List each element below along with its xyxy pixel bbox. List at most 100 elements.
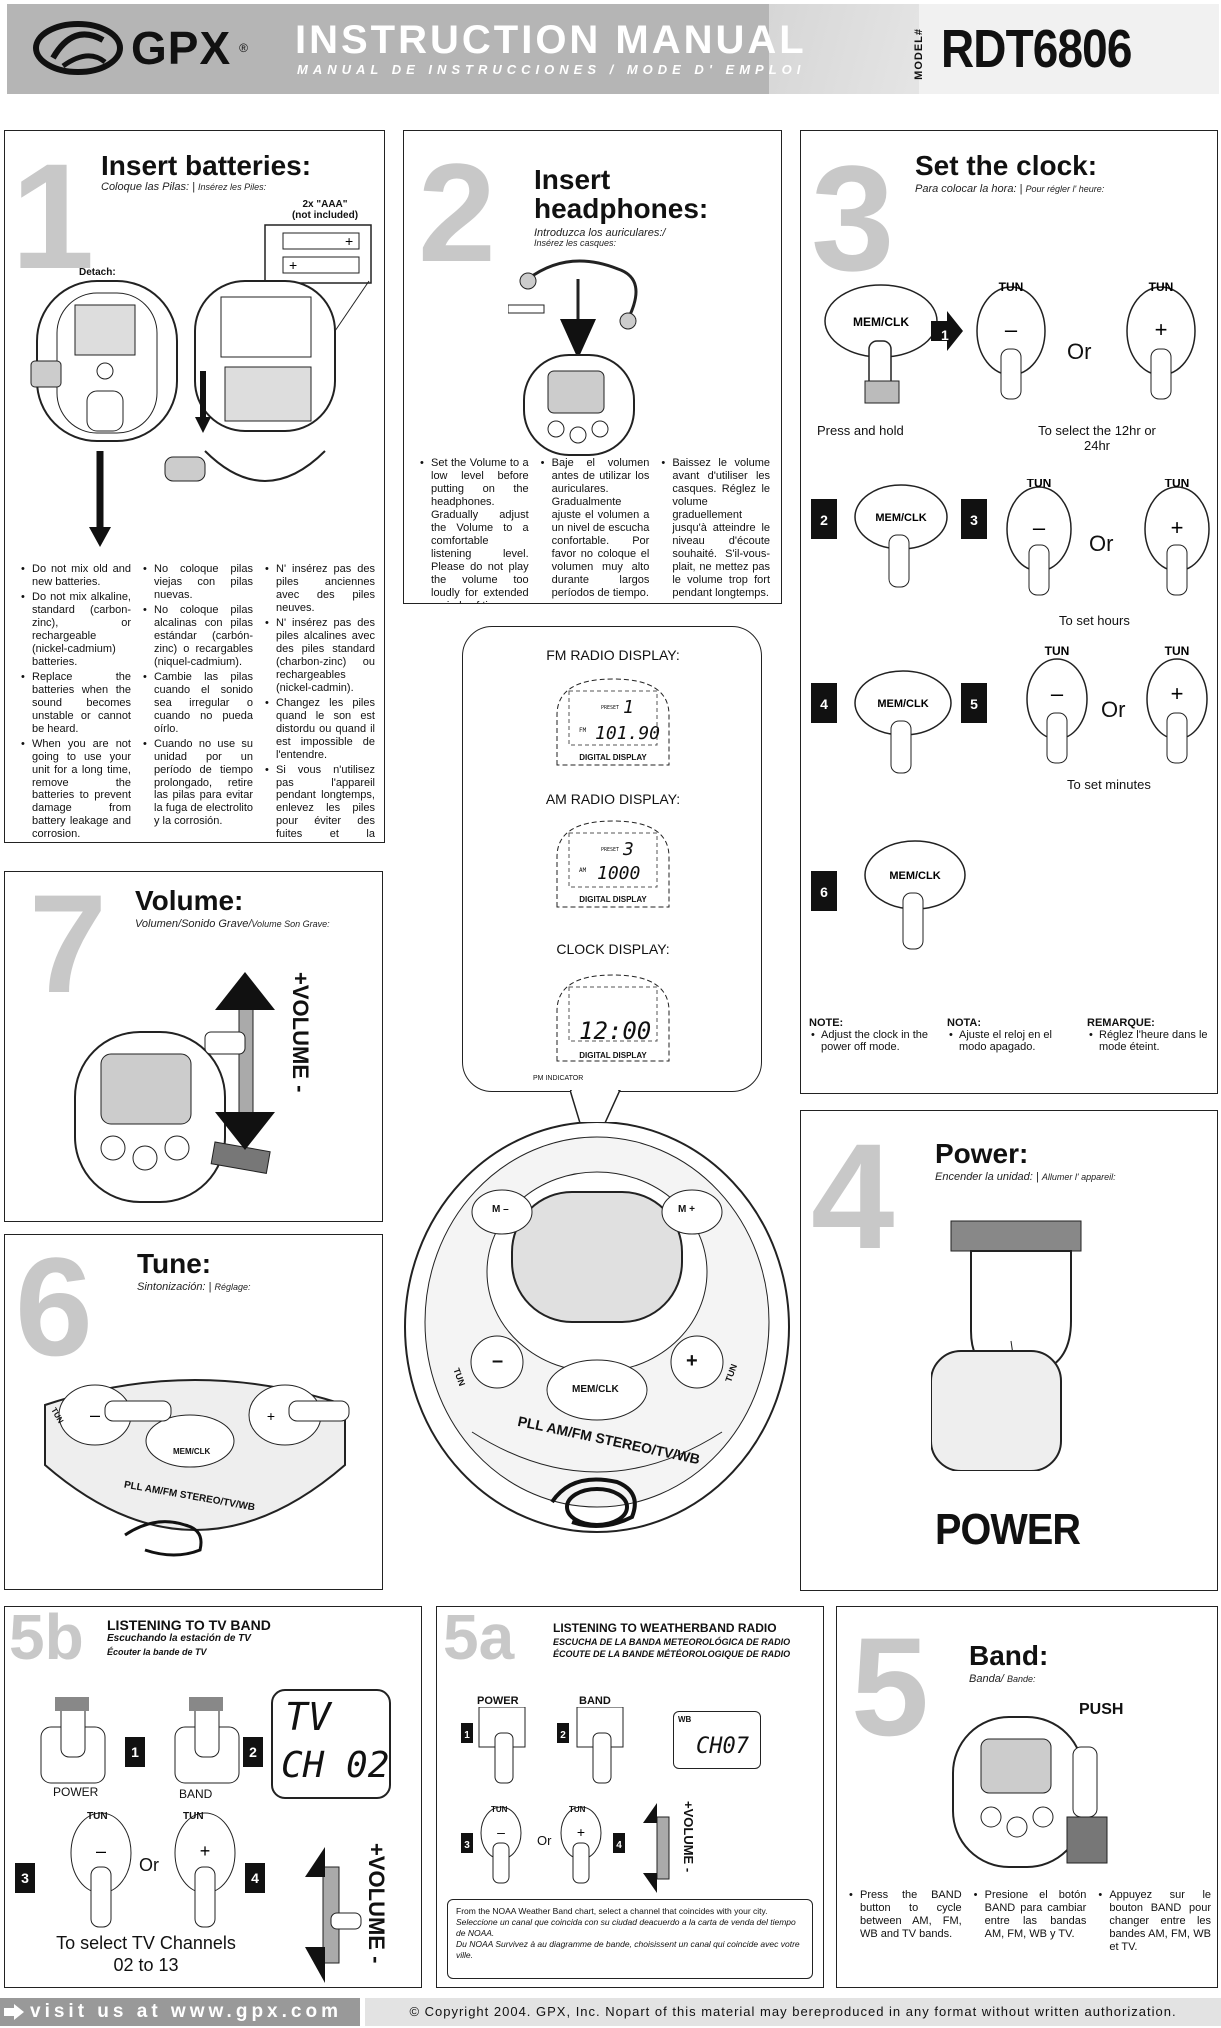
panel-subtitle-es: ESCUCHA DE LA BANDA METEOROLÓGICA DE RAD… [553, 1637, 791, 1647]
radio-device [404, 1122, 790, 1533]
digital-display-label: DIGITAL DISPLAY [579, 753, 647, 762]
power-button-label: POWER [53, 1785, 99, 1799]
device-m-minus-button[interactable]: M – [492, 1204, 509, 1215]
set-minutes-label: To set minutes [1067, 777, 1151, 792]
panel-volume: 7 Volume: Volumen/Sonido Grave/Volume So… [4, 871, 383, 1222]
weatherband-steps: 1 2 3 – + 4 [461, 1707, 625, 1884]
device-m-plus-button[interactable]: M + [678, 1204, 695, 1215]
arrow-right-icon [4, 2004, 24, 2020]
volume-label: +VOLUME - [288, 972, 313, 1093]
tv-lcd-line2: CH 02 [281, 1745, 390, 1786]
step-number: 7 [29, 871, 107, 1022]
step-1-number: 1 [941, 327, 949, 343]
band-fr: Appuyez sur le bouton BAND pour changer … [1096, 1889, 1211, 1956]
headphones-fr: Baissez le volume avant d'utiliser les c… [659, 457, 770, 603]
svg-text:TUN: TUN [1027, 479, 1052, 490]
panel-weatherband: 5a LISTENING TO WEATHERBAND RADIO ESCUCH… [436, 1606, 824, 1988]
or-label: Or [1101, 697, 1126, 722]
svg-text:+: + [267, 1408, 275, 1424]
fm-lcd [556, 678, 670, 766]
step-number: 3 [811, 134, 895, 302]
device-mem-clk-button[interactable]: MEM/CLK [572, 1384, 619, 1395]
tun-label: TUN [569, 1805, 586, 1814]
svg-text:TUN: TUN [1165, 644, 1190, 658]
headphones-es: Baje el volumen antes de utilizar los au… [539, 457, 650, 603]
svg-text:+: + [289, 257, 297, 273]
tv-channel-caption: To select TV Channels 02 to 13 [56, 1933, 236, 1975]
svg-text:MEM/CLK: MEM/CLK [877, 698, 928, 710]
panel-title: Tune: [137, 1248, 212, 1279]
note-fr: REMARQUE: •Réglez l'heure dans le mode é… [1087, 1017, 1208, 1053]
panel-title: Band: [969, 1640, 1049, 1671]
band-illustration [952, 1716, 1108, 1868]
display-callout: FM RADIO DISPLAY: PRESET 1 FM 101.90 DIG… [462, 626, 762, 1092]
wb-note-box: From the NOAA Weather Band chart, select… [447, 1899, 813, 1979]
footer: visit us at www.gpx.com © Copyright 2004… [0, 1998, 1221, 2026]
clock-display-title: CLOCK DISPLAY: [556, 941, 670, 957]
press-hold-label: Press and hold [817, 423, 904, 438]
panel-tv-band: 5b LISTENING TO TV BAND Escuchando la es… [4, 1606, 422, 1988]
panel-title: LISTENING TO WEATHERBAND RADIO [553, 1621, 777, 1635]
step-number: 5b [9, 1606, 84, 1673]
fm-preset-value: 1 [623, 697, 634, 718]
svg-text:TUN: TUN [1045, 644, 1070, 658]
wb-lcd-channel: CH07 [696, 1734, 749, 1759]
volume-illustration [74, 972, 275, 1203]
wb-lcd-band: WB [678, 1715, 692, 1724]
step-number: 5a [443, 1606, 515, 1673]
svg-text:+: + [345, 233, 353, 249]
step-number: 1 [11, 132, 95, 300]
note-en: NOTE: •Adjust the clock in the power off… [809, 1017, 929, 1053]
wb-volume-wheel [643, 1803, 670, 1893]
svg-text:MEM/CLK: MEM/CLK [853, 315, 909, 329]
svg-text:+: + [1171, 515, 1184, 540]
battery-illustration: + + [30, 224, 372, 547]
svg-text:–: – [96, 1841, 106, 1861]
panel-tune: 6 Tune: Sintonización: | Réglage: – + TU… [4, 1234, 383, 1590]
wb-volume-label: +VOLUME - [681, 1801, 696, 1873]
detach-label: Detach: [79, 267, 116, 278]
device-plus-button[interactable]: + [686, 1350, 698, 1372]
panel-title: Set the clock: [915, 150, 1098, 181]
warnings-fr: N' insérez pas des piles anciennes avec … [263, 563, 375, 842]
panel-subtitle: Introduzca los auriculares:/Insérez les … [534, 227, 666, 249]
tv-lcd-line1: TV [285, 1695, 331, 1739]
tv-volume-wheel [305, 1847, 362, 1983]
manual-subtitle: MANUAL DE INSTRUCCIONES / MODE D' EMPLOI [297, 62, 806, 77]
select-12-24-label: To select the 12hr or 24hr [1038, 423, 1156, 453]
pm-indicator-label: PM INDICATOR [533, 1075, 584, 1082]
am-display-title: AM RADIO DISPLAY: [545, 791, 681, 807]
fm-band-label: FM [579, 727, 587, 734]
clock-time: 12:00 [579, 1017, 652, 1045]
visit-website-link[interactable]: visit us at www.gpx.com [0, 1998, 360, 2026]
or-label: Or [1089, 531, 1114, 556]
tv-volume-label: +VOLUME - [364, 1843, 389, 1964]
tun-label: TUN [491, 1805, 508, 1814]
band-button-label: BAND [179, 1787, 213, 1801]
panel-insert-headphones: 2 Insert headphones: Introduzca los auri… [403, 130, 782, 604]
tun-label: TUN [87, 1811, 108, 1822]
clock-step-row-1: MEM/CLK TUN – TUN + [824, 281, 1196, 404]
panel-subtitle: Volumen/Sonido Grave/Volume Son Grave: [135, 918, 330, 930]
am-preset-value: 3 [623, 839, 634, 860]
svg-text:MEM/CLK: MEM/CLK [889, 870, 940, 882]
panel-subtitle-fr: Écouter la bande de TV [107, 1647, 207, 1657]
svg-text:+: + [1171, 681, 1184, 706]
step-number: 4 [811, 1112, 895, 1280]
svg-text:2: 2 [820, 512, 828, 528]
wb-note-fr: Du NOAA Survivez à au diagramme de bande… [456, 1939, 800, 1961]
model-box [919, 4, 1219, 94]
warnings-en: Do not mix old and new batteries.Do not … [19, 563, 131, 842]
svg-text:3: 3 [970, 512, 978, 528]
wb-note-en: From the NOAA Weather Band chart, select… [456, 1906, 768, 1916]
device-minus-button[interactable]: – [492, 1350, 504, 1372]
svg-text:TUN: TUN [999, 281, 1024, 294]
tv-band-steps: 1 2 3 – + 4 [15, 1697, 265, 1928]
panel-subtitle: Encender la unidad: | Allumer l' apparei… [935, 1171, 1116, 1183]
clock-step-row-3: 4 MEM/CLK 5 TUN – TUN + [811, 644, 1208, 774]
power-illustration [931, 1220, 1082, 1471]
panel-subtitle: Sintonización: | Réglage: [137, 1281, 251, 1293]
band-en: Press the BAND button to cycle between A… [847, 1889, 962, 1956]
svg-text:–: – [1033, 515, 1046, 540]
svg-text:+: + [200, 1841, 211, 1861]
